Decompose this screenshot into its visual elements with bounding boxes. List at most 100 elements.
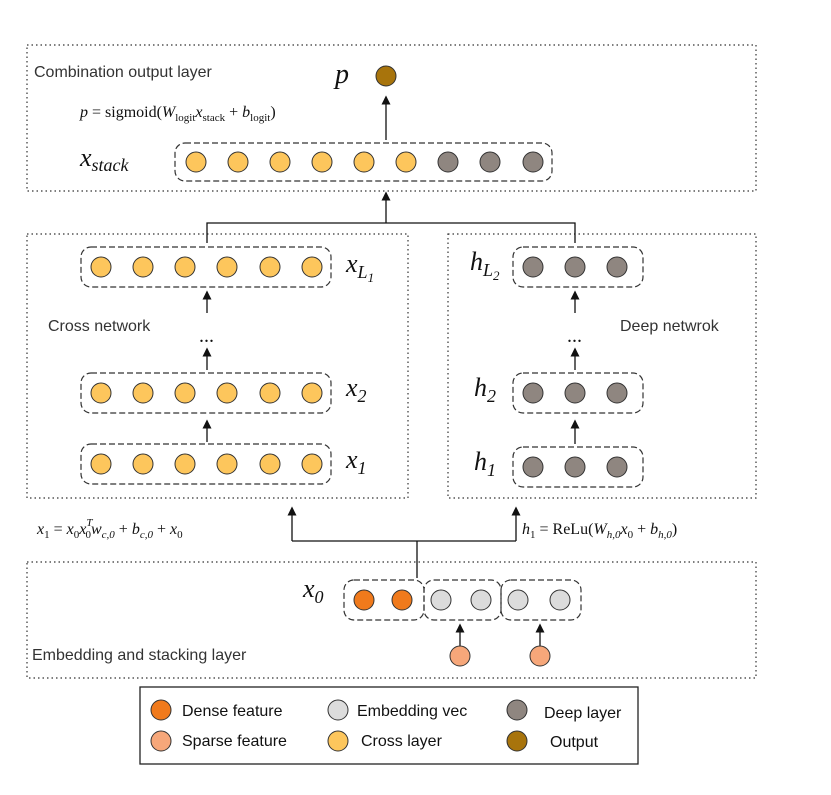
cross-node — [90, 256, 112, 278]
deep-formula-b-sub: h,0 — [658, 529, 672, 541]
stack-cross-node — [395, 151, 417, 173]
stack-box — [174, 142, 553, 182]
deep-row-bottom-box — [512, 446, 644, 488]
stack-label: xstack — [79, 143, 130, 175]
stack-label-sub: stack — [92, 155, 130, 175]
legend-swatch — [506, 699, 528, 721]
deep-label-top-subsub: 2 — [493, 268, 500, 283]
legend-label: Dense feature — [182, 703, 283, 720]
legend-swatch — [506, 730, 528, 752]
legend: Dense feature Embedding vec Deep layerSpar… — [150, 699, 622, 752]
cross-label-bottom-base: x — [345, 445, 358, 474]
cross-label-top: xL1 — [345, 249, 374, 285]
combination-section — [26, 44, 757, 192]
dense-node — [391, 589, 413, 611]
sigmoid-plus: + — [225, 104, 242, 121]
cross-node — [259, 453, 281, 475]
stack-cross-node — [185, 151, 207, 173]
deep-label-mid-sub: 2 — [487, 386, 496, 406]
legend-label: Embedding vec — [357, 703, 467, 720]
deep-formula-a: h — [522, 521, 530, 538]
cross-row-top-box — [80, 246, 332, 288]
cross-ellipsis: ... — [199, 325, 214, 347]
deep-formula-b: b — [650, 521, 658, 538]
cross-node — [174, 453, 196, 475]
stack-cross-node — [227, 151, 249, 173]
embedding-node — [430, 589, 452, 611]
cross-row-bottom-box — [80, 443, 332, 485]
legend-label: Output — [550, 734, 599, 751]
legend-swatch — [327, 730, 349, 752]
embedding-node — [507, 589, 529, 611]
deep-formula-x: x — [619, 521, 627, 538]
cross-node — [301, 453, 323, 475]
cross-label-mid-sub: 2 — [358, 386, 367, 406]
deep-label-mid: h2 — [474, 373, 496, 406]
cross-title: Cross network — [48, 318, 151, 335]
cross-formula-c-sup: T — [86, 517, 93, 529]
deep-node — [522, 382, 544, 404]
cross-node — [90, 382, 112, 404]
deep-label-bottom-base: h — [474, 447, 487, 476]
stack-deep-node — [437, 151, 459, 173]
dense-node — [353, 589, 375, 611]
cross-node — [216, 382, 238, 404]
sigmoid-b: b — [242, 104, 250, 121]
cross-formula-d: w — [91, 521, 102, 538]
cross-label-bottom: x1 — [345, 445, 367, 478]
sigmoid-b-sub: logit — [250, 112, 270, 124]
x0-label-sub: 0 — [315, 587, 324, 607]
cross-label-bottom-sub: 1 — [358, 458, 367, 478]
sparse-node-2 — [529, 645, 551, 667]
x0-label: x0 — [302, 574, 324, 607]
deep-label-top-base: h — [470, 247, 483, 276]
cross-label-top-base: x — [345, 249, 358, 278]
cross-formula-a-sub: 1 — [44, 529, 50, 541]
cross-node — [216, 453, 238, 475]
legend-swatch — [150, 699, 172, 721]
stack-cross-node — [269, 151, 291, 173]
merge-lines — [206, 222, 576, 243]
embedding-section — [26, 561, 757, 679]
stack-cross-node — [311, 151, 333, 173]
cross-node — [132, 453, 154, 475]
legend-box — [139, 686, 639, 765]
legend-swatch — [327, 699, 349, 721]
cross-formula-f-sub: 0 — [177, 529, 183, 541]
cross-label-mid-base: x — [345, 373, 358, 402]
cross-label-mid: x2 — [345, 373, 367, 406]
legend-label: Deep layer — [544, 705, 622, 722]
cross-node — [301, 382, 323, 404]
deep-label-mid-base: h — [474, 373, 487, 402]
sigmoid-lhs: p — [79, 104, 88, 121]
cross-formula-c: x — [78, 521, 86, 538]
cross-formula-eq: = — [50, 521, 67, 538]
deep-formula-close: ) — [672, 521, 677, 538]
deep-row-top-box — [512, 246, 644, 288]
cross-formula-e: b — [132, 521, 140, 538]
cross-node — [132, 382, 154, 404]
cross-formula-b: x — [66, 521, 74, 538]
sparse-node-1 — [449, 645, 471, 667]
x0-nodes — [353, 589, 571, 611]
legend-label: Cross layer — [361, 733, 443, 750]
deep-row-mid-box — [512, 372, 644, 414]
cross-formula-plus1: + — [115, 521, 132, 538]
cross-node — [132, 256, 154, 278]
legend-label: Sparse feature — [182, 733, 287, 750]
cross-node — [174, 382, 196, 404]
cross-formula-d-sub: c,0 — [102, 529, 116, 541]
cross-node — [301, 256, 323, 278]
stack-deep-node — [522, 151, 544, 173]
deep-label-bottom: h1 — [474, 447, 496, 480]
stack-nodes — [185, 151, 544, 173]
deep-node — [606, 456, 628, 478]
sigmoid-close: ) — [270, 104, 275, 121]
output-symbol: p — [333, 59, 349, 90]
sigmoid-eq: = sigmoid( — [88, 104, 162, 121]
embedding-node — [470, 589, 492, 611]
cross-node — [259, 382, 281, 404]
cross-nodes — [90, 256, 323, 475]
deep-formula: h1 = ReLu(Wh,0x0 + bh,0) — [522, 521, 677, 541]
cross-label-top-subsub: 1 — [368, 270, 375, 285]
